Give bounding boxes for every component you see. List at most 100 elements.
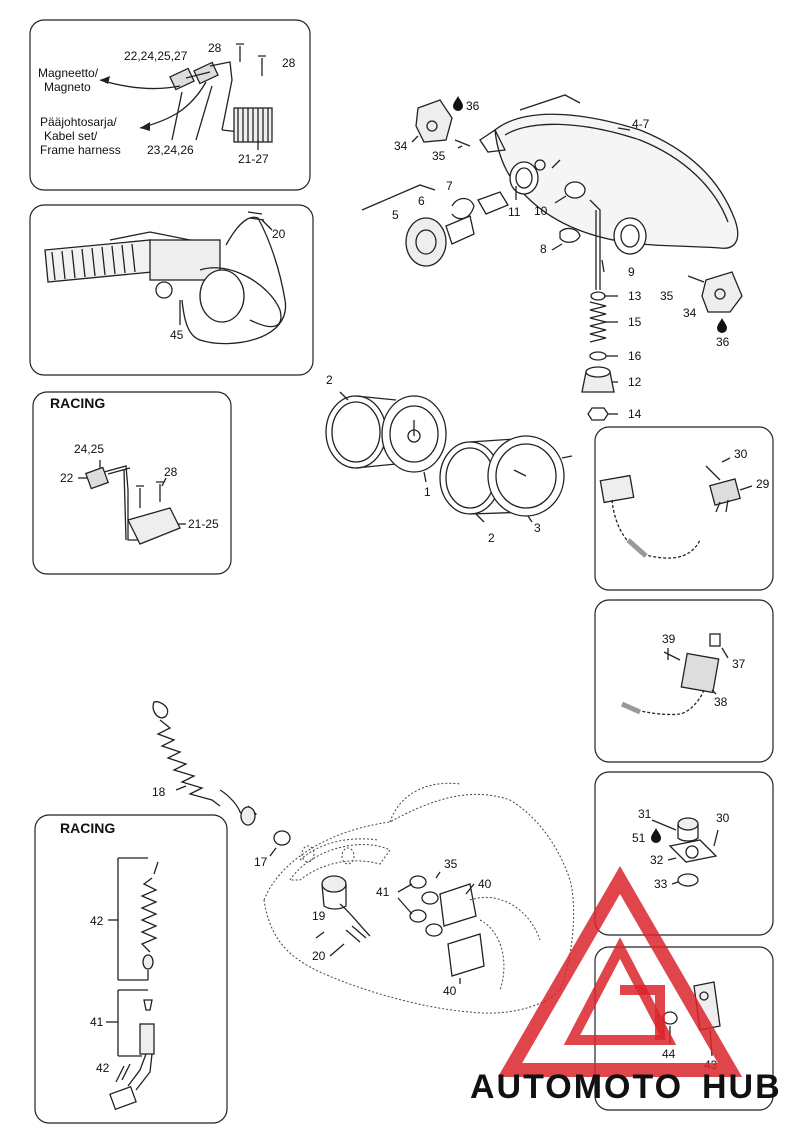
- callout-44: 44: [662, 1047, 676, 1061]
- relay-29: [709, 478, 741, 506]
- callout-41-hood: 41: [376, 885, 390, 899]
- callout-31: 31: [638, 807, 652, 821]
- grommet-10: [564, 181, 586, 199]
- ring-33: [677, 873, 699, 887]
- callout-35-hood: 35: [444, 857, 458, 871]
- connector-block: [599, 474, 635, 504]
- callout-30-switch: 30: [716, 811, 730, 825]
- grip: [44, 239, 153, 283]
- drop-icon-36-top: [453, 96, 463, 111]
- callout-10: 10: [534, 204, 548, 218]
- callout-28-a: 28: [208, 41, 222, 55]
- callout-51: 51: [632, 831, 646, 845]
- callout-9: 9: [628, 265, 635, 279]
- panel-frames: [29, 19, 774, 1124]
- panel-switch: [594, 771, 774, 936]
- callout-36-top: 36: [466, 99, 480, 113]
- callout-34-left: 34: [394, 139, 408, 153]
- headlight-drawing: [361, 94, 743, 421]
- spring-15: [589, 301, 607, 343]
- label-magneto-2: Magneto: [44, 80, 91, 94]
- callout-29: 29: [756, 477, 770, 491]
- callout-6: 6: [418, 194, 425, 208]
- callout-37: 37: [732, 657, 746, 671]
- callout-42-top: 42: [90, 914, 104, 928]
- callout-3: 3: [534, 521, 541, 535]
- cable-9: [589, 199, 601, 290]
- callout-20-hood: 20: [312, 949, 326, 963]
- arrow-marks: [100, 76, 150, 131]
- watermark-triangle-outer: [497, 866, 743, 1077]
- callout-22-24-25-27: 22,24,25,27: [124, 49, 188, 63]
- callout-7: 7: [446, 179, 453, 193]
- switch-31: [677, 817, 699, 831]
- watermark-logo: AUTOMOTO HUB: [470, 866, 780, 1106]
- throttle-housing: [149, 239, 221, 281]
- label-harness-1: Pääjohtosarja/: [40, 115, 117, 129]
- callout-19: 19: [312, 909, 326, 923]
- ring-17: [273, 830, 291, 846]
- callout-14: 14: [628, 407, 642, 421]
- panel-top-left: [29, 19, 311, 191]
- watermark-text-part1: AUTOMOTO: [470, 1068, 683, 1106]
- callout-1: 1: [424, 485, 431, 499]
- callout-40-bottom: 40: [443, 984, 457, 998]
- callout-28-racing: 28: [164, 465, 178, 479]
- coil-cord: [156, 719, 221, 807]
- cap-5: [405, 217, 447, 267]
- callout-21-27: 21-27: [238, 152, 269, 166]
- callout-30-relay: 30: [734, 447, 748, 461]
- nut-44: [662, 1011, 678, 1025]
- callout-17: 17: [254, 855, 268, 869]
- callout-34-right: 34: [683, 306, 697, 320]
- clamp: [199, 269, 245, 323]
- callout-38: 38: [714, 695, 728, 709]
- callout-18: 18: [152, 785, 166, 799]
- panel-handlebar: [29, 204, 314, 376]
- callout-39: 39: [662, 632, 676, 646]
- cdi-box: [127, 507, 181, 545]
- panel-bracket: [594, 946, 774, 1111]
- callout-24-25: 24,25: [74, 442, 104, 456]
- callout-23-24-26: 23,24,26: [147, 143, 194, 157]
- callout-36-bottom: 36: [716, 335, 730, 349]
- bezel-2-left: [325, 395, 387, 469]
- connector-racing: [109, 1085, 137, 1111]
- callout-16: 16: [628, 349, 642, 363]
- fuse-holder-38: [680, 652, 720, 694]
- handlebar-drawing: [44, 211, 287, 345]
- panel-relay: [594, 426, 774, 591]
- oil-drop-icons: [453, 96, 727, 843]
- callout-28-b: 28: [282, 56, 296, 70]
- label-harness-2: Kabel set/: [44, 129, 98, 143]
- callout-21-25: 21-25: [188, 517, 219, 531]
- switch-drawing: [651, 817, 719, 887]
- drop-icon-51: [651, 828, 661, 843]
- callout-35-top: 35: [432, 149, 446, 163]
- fuse-37: [709, 633, 721, 647]
- tether-drawing: [152, 701, 291, 857]
- fuse-drawing: [620, 633, 729, 716]
- plate-32: [668, 839, 718, 863]
- label-magneto-1: Magneetto/: [38, 66, 99, 80]
- bracket-34-right: [701, 271, 743, 313]
- callout-8: 8: [540, 242, 547, 256]
- magneto-harness-drawing: [99, 43, 273, 150]
- callout-5: 5: [392, 208, 399, 222]
- callout-15: 15: [628, 315, 642, 329]
- switch-19: [321, 875, 347, 893]
- hood-drawing: [263, 782, 575, 1014]
- callout-11: 11: [508, 205, 521, 219]
- panel-racing-top: [32, 391, 232, 575]
- switches-drawing: [315, 871, 485, 984]
- racing-harness-drawing: [78, 460, 186, 545]
- cable: [181, 216, 287, 345]
- nut-14: [587, 407, 609, 421]
- callout-22: 22: [60, 471, 74, 485]
- callout-4-7: 4-7: [632, 117, 650, 131]
- callout-12: 12: [628, 375, 642, 389]
- callout-2-bottom: 2: [488, 531, 495, 545]
- callout-45: 45: [170, 328, 184, 342]
- panel-racing-bottom: [34, 814, 228, 1124]
- label-harness-3: Frame harness: [40, 143, 121, 157]
